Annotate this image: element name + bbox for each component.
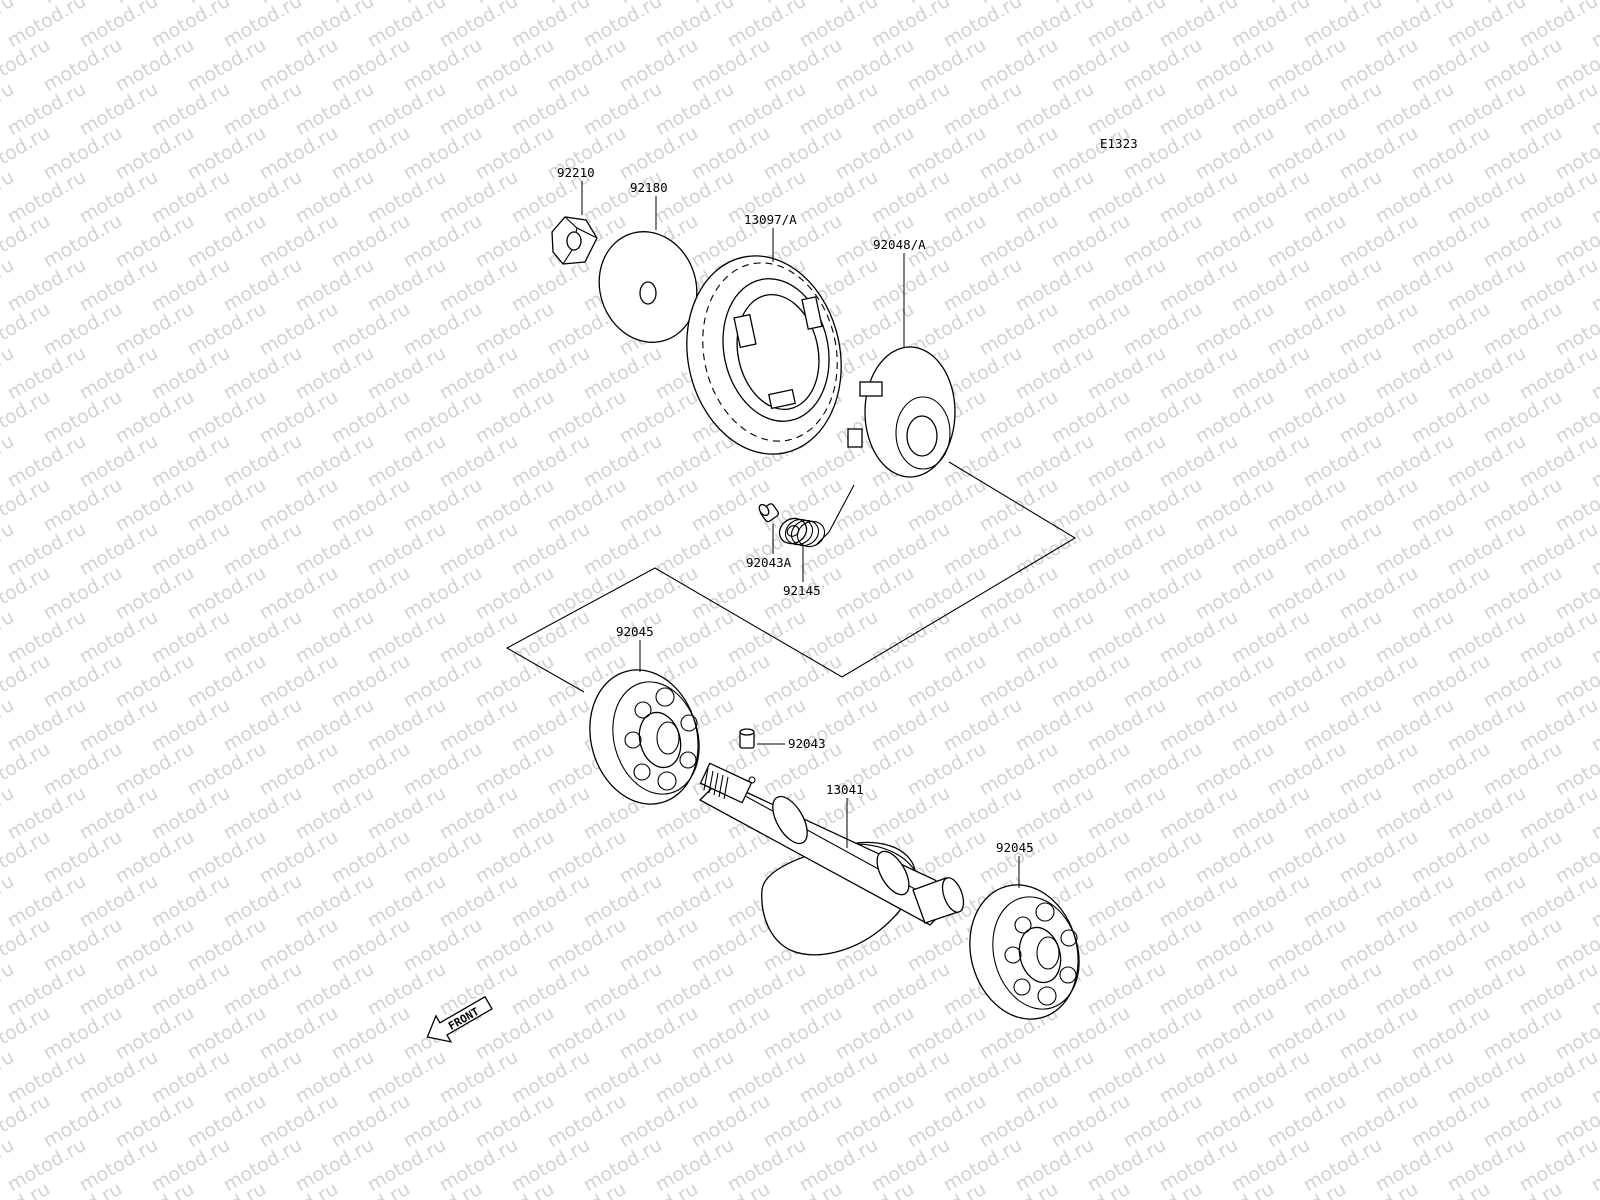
- pin-92043[interactable]: [739, 728, 755, 749]
- ref-code: E1323: [1100, 136, 1138, 151]
- label-13041: 13041: [826, 782, 864, 797]
- ring-92048a[interactable]: [847, 346, 956, 478]
- label-92180: 92180: [630, 180, 668, 195]
- assembly-outline: [505, 461, 1077, 693]
- spring-92145[interactable]: [775, 514, 829, 552]
- gear-13097a[interactable]: [669, 241, 859, 468]
- label-92043: 92043: [788, 736, 826, 751]
- label-13097a: 13097/A: [744, 212, 797, 227]
- spring-link-line: [815, 484, 855, 546]
- bearing-92045-lower[interactable]: [955, 873, 1093, 1032]
- label-92210: 92210: [557, 165, 595, 180]
- bearing-92045-upper[interactable]: [575, 658, 713, 817]
- label-92145: 92145: [783, 583, 821, 598]
- nut-92210[interactable]: [551, 216, 598, 265]
- label-92045-lower: 92045: [996, 840, 1034, 855]
- shaft-13041[interactable]: [698, 762, 968, 956]
- pin-92043a[interactable]: [757, 503, 780, 523]
- label-92043a: 92043A: [746, 555, 792, 570]
- washer-92180[interactable]: [585, 219, 711, 355]
- label-92048a: 92048/A: [873, 237, 926, 252]
- label-92045-upper: 92045: [616, 624, 654, 639]
